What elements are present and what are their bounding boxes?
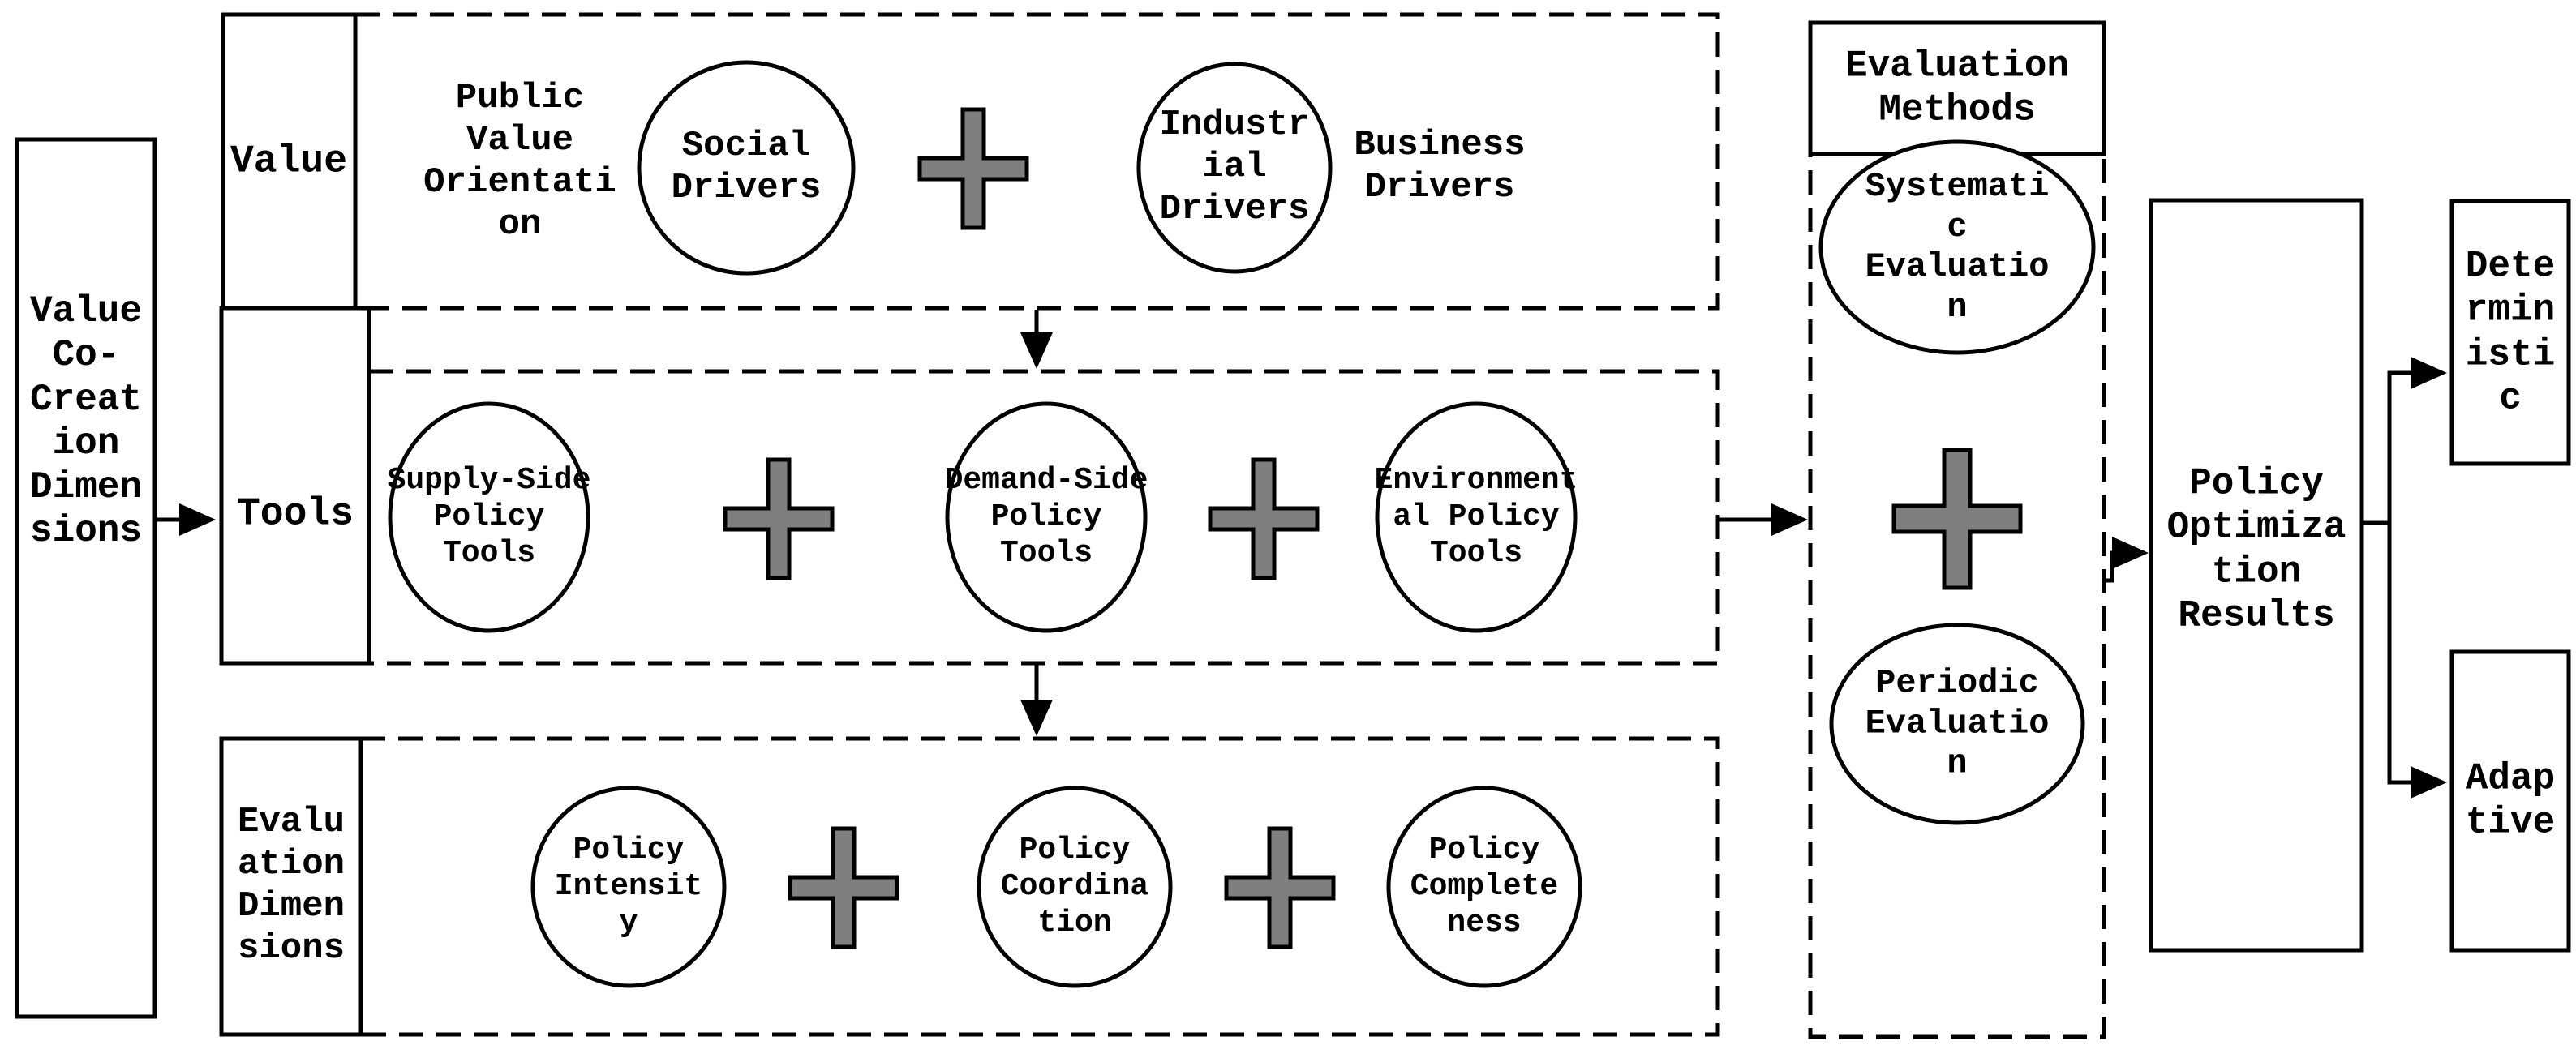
plus-icon — [1224, 826, 1336, 949]
policy-intensity-label: Policy Intensit y — [554, 832, 703, 940]
plus-icon — [788, 826, 899, 949]
systematic-evaluation-node — [1818, 139, 2096, 355]
plus-icon — [917, 107, 1029, 230]
arrow-methods-to-results — [2104, 537, 2149, 583]
demand-side-policy-tools-node — [945, 401, 1148, 633]
policy-completeness-node — [1386, 786, 1582, 988]
arrow-results-to-deterministic — [2387, 357, 2447, 523]
business-drivers-label: Business Drivers — [1354, 125, 1526, 208]
policy-coordination-node — [977, 786, 1173, 988]
plus-icon — [723, 457, 835, 580]
tools-row-label: Tools — [236, 492, 354, 537]
deterministic-label: Dete rmin isti c — [2465, 245, 2556, 420]
value-co-creation-dimensions-box — [15, 137, 157, 1019]
tools-label-box — [219, 306, 371, 666]
policy-optimization-results-label: Policy Optimiza tion Results — [2166, 462, 2346, 637]
periodic-evaluation-label: Periodic Evaluatio n — [1865, 663, 2050, 783]
policy-coordination-label: Policy Coordina tion — [1000, 832, 1149, 940]
periodic-evaluation-node — [1829, 623, 2085, 825]
social-drivers-label: Social Drivers — [671, 126, 822, 208]
systematic-evaluation-label: Systemati c Evaluatio n — [1865, 166, 2050, 327]
industrial-drivers-label: Industr ial Drivers — [1159, 105, 1310, 229]
adaptive-box — [2449, 649, 2571, 953]
policy-completeness-label: Policy Complete ness — [1410, 832, 1559, 940]
evaluation-methods-header: Evaluation Methods — [1844, 45, 2070, 131]
supply-side-policy-tools-node — [388, 401, 590, 633]
plus-icon — [1208, 457, 1320, 580]
value-row-dashed-box — [353, 12, 1720, 311]
environmental-policy-tools-label: Environment al Policy Tools — [1374, 462, 1578, 571]
evaluation-dimensions-label: Evalu ation Dimen sions — [237, 802, 346, 969]
adaptive-label: Adap tive — [2465, 757, 2556, 844]
plus-icon — [1891, 448, 2023, 590]
industrial-drivers-node — [1136, 62, 1333, 274]
value-label-box — [221, 12, 358, 311]
public-value-orientation-label: Public Value Orientati on — [423, 78, 616, 245]
evaluation-row-dashed-box — [358, 736, 1720, 1037]
value-row-label: Value — [230, 139, 348, 184]
environmental-policy-tools-node — [1375, 401, 1578, 633]
demand-side-policy-tools-label: Demand-Side Policy Tools — [944, 462, 1148, 571]
evaluation-methods-header-box — [1808, 20, 2106, 156]
supply-side-policy-tools-label: Supply-Side Policy Tools — [387, 462, 591, 571]
tools-row-dashed-box — [367, 369, 1720, 666]
evaluation-methods-dashed-box — [1808, 152, 2106, 1039]
policy-intensity-node — [530, 786, 727, 988]
arrow-results-to-adaptive — [2387, 523, 2447, 799]
policy-optimization-results-box — [2149, 198, 2364, 953]
value-co-creation-dimensions-label: Value Co- Creat ion Dimen sions — [29, 290, 143, 553]
evaluation-dimensions-label-box — [219, 736, 363, 1037]
social-drivers-node — [637, 60, 856, 276]
deterministic-box — [2449, 199, 2571, 466]
